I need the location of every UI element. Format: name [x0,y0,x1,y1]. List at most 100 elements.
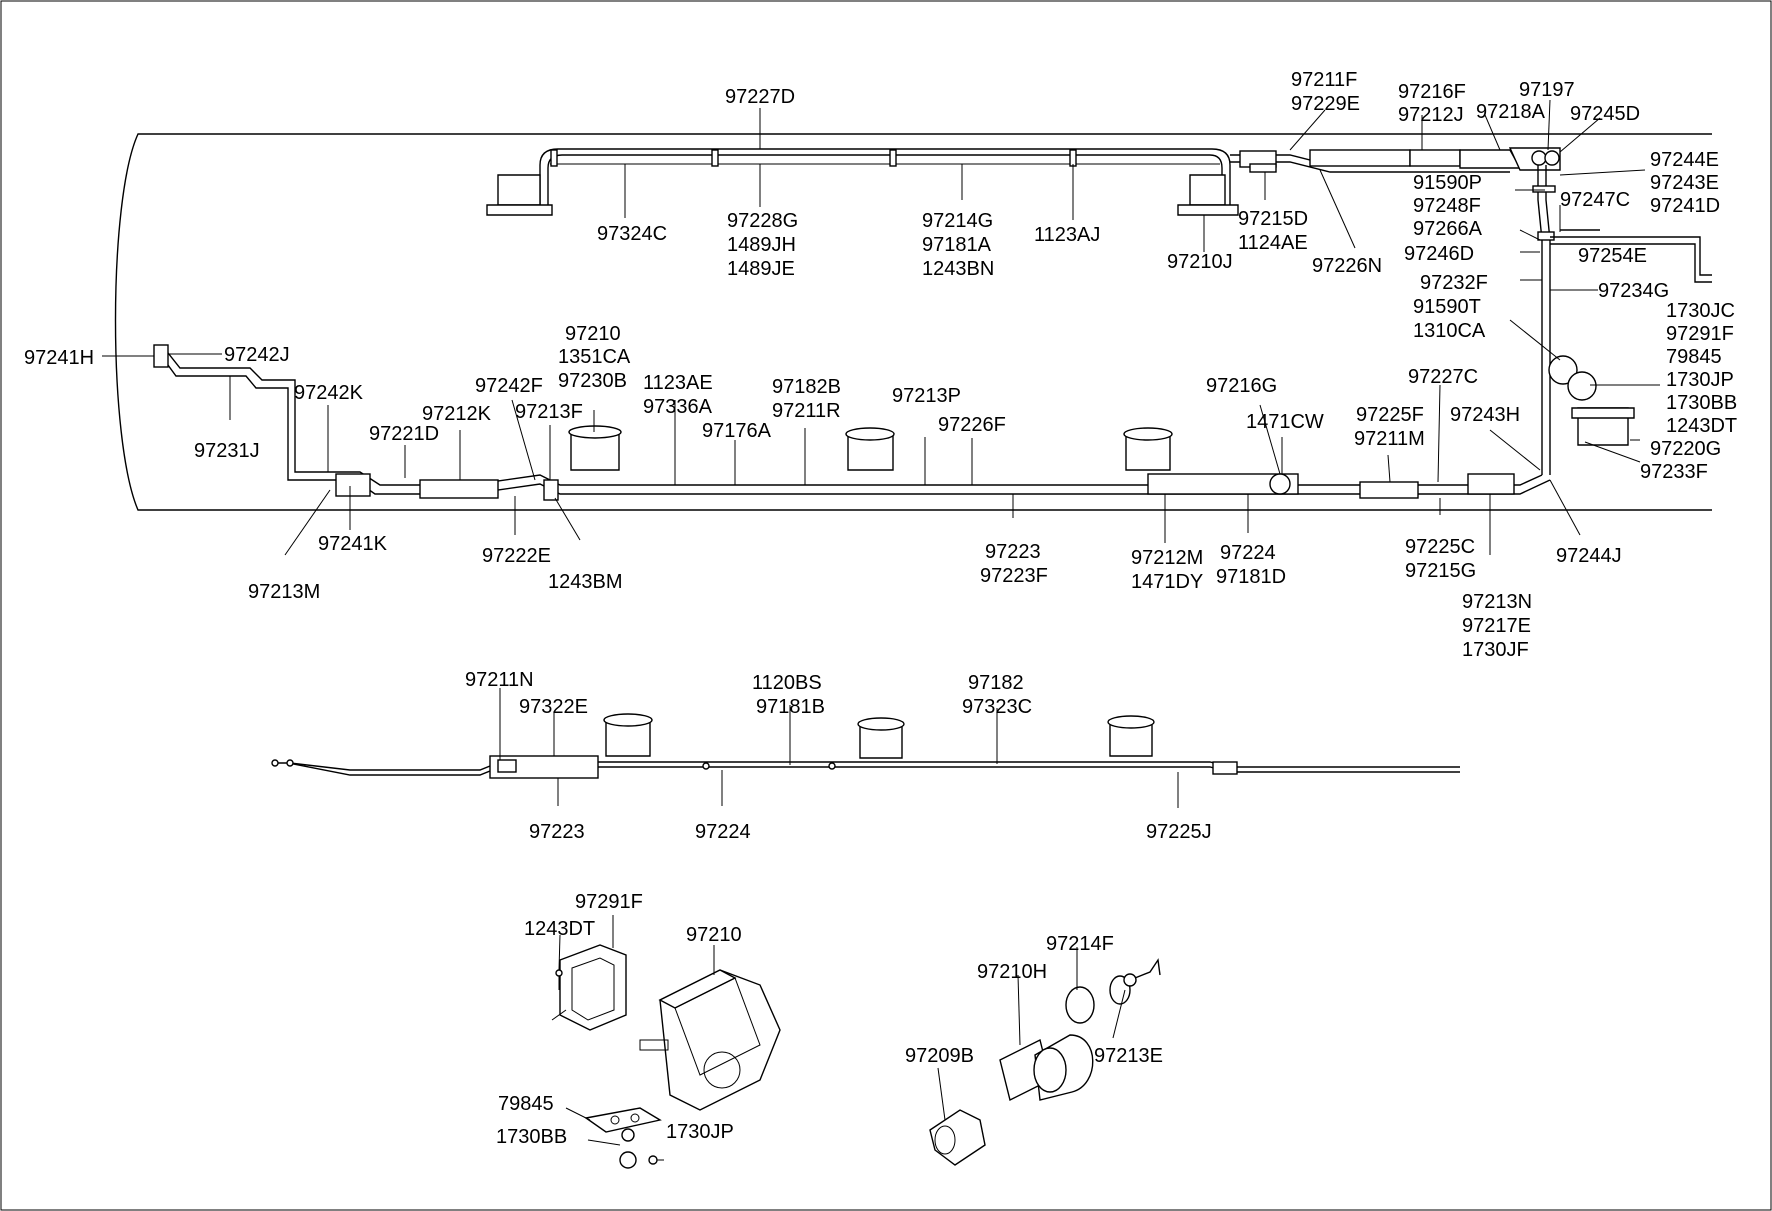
label-97241D: 97241D [1650,195,1720,217]
label-97291F-right: 97291F [1666,323,1734,345]
label-97322E: 97322E [519,696,588,718]
label-97213N: 97213N [1462,591,1532,613]
label-97182B: 97182B [772,376,841,398]
label-97213M: 97213M [248,581,320,603]
label-97234G: 97234G [1598,280,1669,302]
label-97220G: 97220G [1650,438,1721,460]
lamp-assembly-exploded [551,944,781,1169]
label-79845-bottom: 79845 [498,1093,554,1115]
label-1730JF: 1730JF [1462,639,1529,661]
label-1471CW: 1471CW [1246,411,1324,433]
label-97254E: 97254E [1578,245,1647,267]
label-1730BB-bottom: 1730BB [496,1126,567,1148]
rear-harness [153,344,1635,501]
label-97242K: 97242K [294,382,364,404]
label-97214F: 97214F [1046,933,1114,955]
label-97212J: 97212J [1398,104,1464,126]
label-97221D: 97221D [369,423,439,445]
label-97242F: 97242F [475,375,543,397]
label-97218A: 97218A [1476,101,1546,123]
label-97211M: 97211M [1354,428,1425,450]
label-97217E: 97217E [1462,615,1531,637]
label-97227D: 97227D [725,86,795,108]
label-97181D: 97181D [1216,566,1286,588]
label-97222E: 97222E [482,545,551,567]
label-97214G: 97214G [922,210,993,232]
label-97210H: 97210H [977,961,1047,983]
lamp-unit-exploded [929,958,1161,1166]
label-1730BB-right: 1730BB [1666,392,1737,414]
label-1489JE: 1489JE [727,258,795,280]
label-97247C: 97247C [1560,189,1630,211]
label-97210-bottom: 97210 [686,924,742,946]
part-number-labels: 97227D 97324C 97228G 1489JH 1489JE 97214… [24,69,1737,1148]
middle-harness [271,713,1460,779]
label-1471DY: 1471DY [1131,571,1203,593]
label-97248F: 97248F [1413,195,1481,217]
roof-harness [486,147,1712,475]
label-1123AE: 1123AE [643,372,713,394]
label-97182: 97182 [968,672,1024,694]
label-97212M: 97212M [1131,547,1203,569]
label-97213P: 97213P [892,385,961,407]
label-91590P: 91590P [1413,172,1482,194]
label-97232F: 97232F [1420,272,1488,294]
label-97324C: 97324C [597,223,667,245]
label-97228G: 97228G [727,210,798,232]
label-97323C: 97323C [962,696,1032,718]
label-1730JC: 1730JC [1666,300,1735,322]
label-97181B: 97181B [756,696,825,718]
label-97246D: 97246D [1404,243,1474,265]
label-97213F: 97213F [515,401,583,423]
label-97210J: 97210J [1167,251,1233,273]
label-91590T: 91590T [1413,296,1481,318]
label-97209B: 97209B [905,1045,974,1067]
label-97229E: 97229E [1291,93,1360,115]
label-97336A: 97336A [643,396,713,418]
label-97224-middle: 97224 [695,821,751,843]
vehicle-body-outline [114,133,1712,511]
label-97243H: 97243H [1450,404,1520,426]
label-97223-middle: 97223 [529,821,585,843]
label-97211N: 97211N [465,669,534,691]
label-97215D: 97215D [1238,208,1308,230]
label-97216G: 97216G [1206,375,1277,397]
label-97266A: 97266A [1413,218,1483,240]
label-97212K: 97212K [422,403,492,425]
label-1243DT-bottom: 1243DT [524,918,595,940]
label-1243BM: 1243BM [548,571,623,593]
label-97244J: 97244J [1556,545,1622,567]
label-97211F: 97211F [1291,69,1357,91]
label-97225J: 97225J [1146,821,1212,843]
label-1310CA: 1310CA [1413,320,1486,342]
label-1730JP-bottom: 1730JP [666,1121,734,1143]
label-97233F: 97233F [1640,461,1708,483]
label-1123AJ: 1123AJ [1034,224,1100,246]
label-1243BN: 1243BN [922,258,994,280]
label-1489JH: 1489JH [727,234,796,256]
label-97223-rear: 97223 [985,541,1041,563]
label-97211R: 97211R [772,400,841,422]
label-1120BS: 1120BS [752,672,822,694]
label-97226F: 97226F [938,414,1006,436]
label-97216F: 97216F [1398,81,1466,103]
label-97230B: 97230B [558,370,627,392]
label-97225C: 97225C [1405,536,1475,558]
leader-lines [102,99,1660,1161]
label-97227C: 97227C [1408,366,1478,388]
label-1243DT-right: 1243DT [1666,415,1737,437]
label-97241H: 97241H [24,347,94,369]
label-97210-rear: 97210 [565,323,621,345]
label-97244E: 97244E [1650,149,1719,171]
label-97197: 97197 [1519,79,1575,101]
label-97243E: 97243E [1650,172,1719,194]
label-97176A: 97176A [702,420,772,442]
label-97241K: 97241K [318,533,388,555]
label-1730JP-right: 1730JP [1666,369,1734,391]
label-97291F-bottom: 97291F [575,891,643,913]
label-97231J: 97231J [194,440,260,462]
label-97245D: 97245D [1570,103,1640,125]
label-79845-right: 79845 [1666,346,1722,368]
